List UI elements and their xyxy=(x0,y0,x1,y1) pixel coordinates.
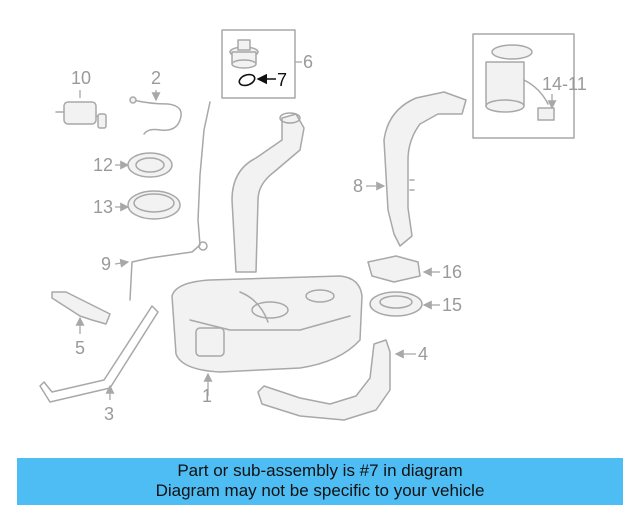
part-13-group[interactable]: 13 xyxy=(93,190,181,220)
fuel-filter-icon xyxy=(55,101,107,129)
callout-16: 16 xyxy=(442,262,462,282)
locking-ring-icon xyxy=(127,152,173,178)
fuel-cap-icon xyxy=(229,39,259,69)
banner-line-1: Part or sub-assembly is #7 in diagram xyxy=(177,461,463,480)
callout-3: 3 xyxy=(104,404,114,424)
banner-line-2: Diagram may not be specific to your vehi… xyxy=(155,481,485,500)
callout-15: 15 xyxy=(442,295,462,315)
heat-shield-icon xyxy=(257,339,391,421)
part-7-group[interactable]: 7 xyxy=(238,70,287,90)
part-2-group[interactable]: 2 xyxy=(129,68,182,135)
part-9-group[interactable]: 9 xyxy=(101,101,211,301)
part-5-group[interactable]: 5 xyxy=(51,291,111,358)
sensor-wire-icon xyxy=(132,99,182,135)
callout-2: 2 xyxy=(151,68,161,88)
part-16-group[interactable]: 16 xyxy=(367,255,462,283)
vent-line-icon xyxy=(129,101,211,301)
strap-icon xyxy=(39,305,159,403)
part-8-group[interactable]: 8 xyxy=(353,91,467,247)
callout-13: 13 xyxy=(93,197,113,217)
callout-14-11: 14-11 xyxy=(542,74,587,94)
part-1-group[interactable]: 1 xyxy=(171,112,363,406)
info-banner: Part or sub-assembly is #7 in diagram Di… xyxy=(17,458,623,505)
fuel-pump-icon xyxy=(485,44,555,121)
part-3-group[interactable]: 3 xyxy=(39,305,159,424)
bracket-icon xyxy=(51,291,111,325)
callout-7: 7 xyxy=(277,70,287,90)
o-ring-icon xyxy=(238,73,256,87)
part-10-group[interactable]: 10 xyxy=(55,68,107,129)
callout-6: 6 xyxy=(303,52,313,72)
callout-12: 12 xyxy=(93,155,113,175)
filler-neck-icon xyxy=(231,113,305,273)
connector-icon xyxy=(367,255,421,283)
part-6-group[interactable]: 6 xyxy=(221,29,313,99)
part-15-group[interactable]: 15 xyxy=(369,291,462,317)
part-14-11-group[interactable]: 14-11 xyxy=(472,33,587,139)
seal-ring-icon xyxy=(127,190,181,220)
filler-pipe-icon xyxy=(383,91,467,247)
callout-8: 8 xyxy=(353,176,363,196)
parts-diagram: 6 7 10 2 12 13 9 xyxy=(39,29,587,424)
callout-10: 10 xyxy=(71,68,91,88)
callout-1: 1 xyxy=(202,386,212,406)
fuel-tank-icon xyxy=(171,275,363,373)
callout-4: 4 xyxy=(418,344,428,364)
part-12-group[interactable]: 12 xyxy=(93,152,173,178)
part-4-group[interactable]: 4 xyxy=(257,339,428,421)
callout-5: 5 xyxy=(75,338,85,358)
callout-9: 9 xyxy=(101,254,111,274)
